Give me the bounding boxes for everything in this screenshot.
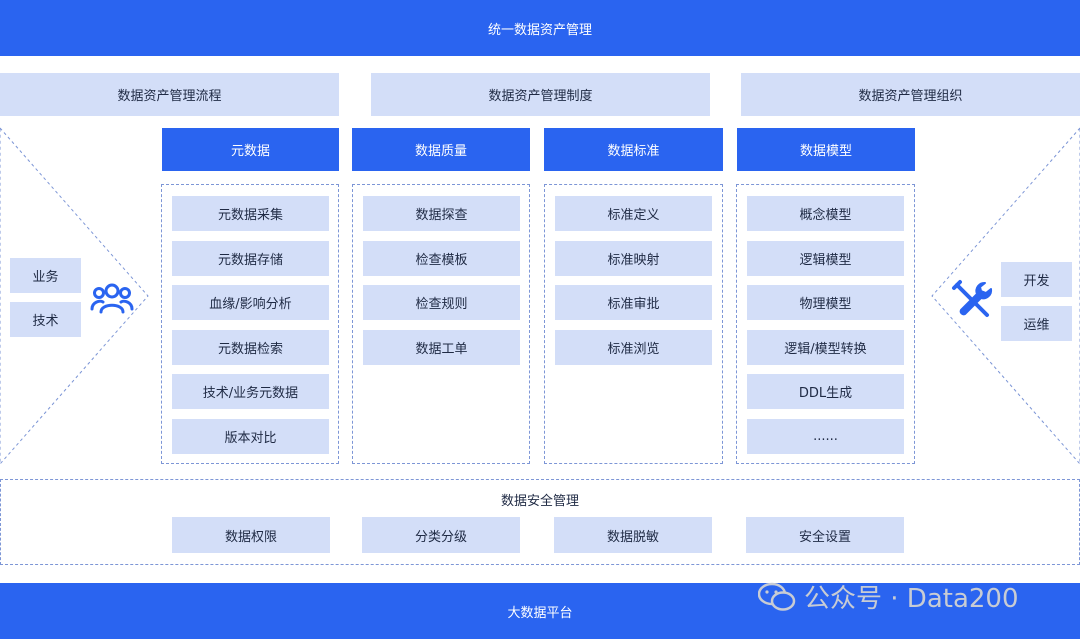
item-label: 分类分级 <box>414 529 467 545</box>
item-label: 技术/业务元数据 <box>202 386 299 401</box>
users-icon <box>90 283 134 314</box>
item-label: DDL生成 <box>798 386 853 401</box>
item-label: 标准浏览 <box>607 342 660 357</box>
item-label: 元数据采集 <box>217 208 283 223</box>
list-item: 标准定义 <box>555 196 712 231</box>
item-label: 血缘/影响分析 <box>209 297 292 312</box>
role-ops-label: 运维 <box>1023 318 1050 333</box>
item-label: 标准审批 <box>607 297 660 312</box>
item-label: 元数据检索 <box>217 342 283 357</box>
list-item: 物理模型 <box>747 285 904 320</box>
col-title: 数据模型 <box>799 144 852 159</box>
item-label: 检查规则 <box>415 297 468 312</box>
organization-label: 数据资产管理组织 <box>858 89 963 104</box>
role-ops: 运维 <box>1001 306 1072 341</box>
col-title: 数据质量 <box>414 144 467 159</box>
item-label: ...... <box>813 429 838 444</box>
item-label: 标准映射 <box>607 253 660 268</box>
list-item: 逻辑/模型转换 <box>747 330 904 365</box>
top-title-bar: 统一数据资产管理 <box>0 0 1080 56</box>
process-label: 数据资产管理流程 <box>117 89 222 104</box>
security-item: 安全设置 <box>746 517 904 553</box>
col-title: 数据标准 <box>607 144 660 159</box>
col-header-standard: 数据标准 <box>544 128 723 171</box>
col-metadata: 元数据采集 元数据存储 血缘/影响分析 元数据检索 技术/业务元数据 版本对比 <box>161 184 339 464</box>
list-item: 数据探查 <box>363 196 520 231</box>
col-header-quality: 数据质量 <box>352 128 530 171</box>
list-item: 标准审批 <box>555 285 712 320</box>
item-label: 数据权限 <box>224 529 277 545</box>
item-label: 标准定义 <box>607 208 660 223</box>
role-dev-label: 开发 <box>1023 274 1050 289</box>
item-label: 逻辑/模型转换 <box>784 342 867 357</box>
item-label: 数据探查 <box>415 208 468 223</box>
watermark-text: 公众号 · Data200 <box>804 584 1019 614</box>
item-label: 逻辑模型 <box>799 253 852 268</box>
watermark: 公众号 · Data200 <box>758 578 1019 615</box>
wechat-icon <box>758 582 796 611</box>
col-quality: 数据探查 检查模板 检查规则 数据工单 <box>352 184 530 464</box>
tools-icon <box>952 280 993 317</box>
item-label: 数据脱敏 <box>606 529 659 545</box>
role-tech-label: 技术 <box>32 314 59 329</box>
list-item: 检查模板 <box>363 241 520 276</box>
list-item: 元数据检索 <box>172 330 329 365</box>
security-item: 数据脱敏 <box>554 517 712 553</box>
role-dev: 开发 <box>1001 262 1072 297</box>
list-item: 血缘/影响分析 <box>172 285 329 320</box>
list-item: 标准映射 <box>555 241 712 276</box>
col-header-metadata: 元数据 <box>162 128 339 171</box>
bottom-platform-bar: 大数据平台 <box>0 583 1080 639</box>
list-item: 标准浏览 <box>555 330 712 365</box>
col-title: 元数据 <box>230 144 270 159</box>
item-label: 版本对比 <box>224 431 277 446</box>
role-tech: 技术 <box>10 302 81 337</box>
bottom-title: 大数据平台 <box>507 605 573 621</box>
process-box: 数据资产管理流程 <box>0 73 339 116</box>
policy-label: 数据资产管理制度 <box>488 89 593 104</box>
role-business: 业务 <box>10 258 81 293</box>
list-item: 版本对比 <box>172 419 329 454</box>
security-title: 数据安全管理 <box>500 494 579 509</box>
role-business-label: 业务 <box>32 270 59 285</box>
security-item: 数据权限 <box>172 517 330 553</box>
item-label: 数据工单 <box>415 342 468 357</box>
col-standard: 标准定义 标准映射 标准审批 标准浏览 <box>544 184 723 464</box>
list-item: ...... <box>747 419 904 454</box>
item-label: 安全设置 <box>798 529 851 545</box>
list-item: 逻辑模型 <box>747 241 904 276</box>
col-header-model: 数据模型 <box>737 128 915 171</box>
item-label: 物理模型 <box>799 297 852 312</box>
item-label: 元数据存储 <box>217 253 283 268</box>
organization-box: 数据资产管理组织 <box>741 73 1080 116</box>
list-item: DDL生成 <box>747 374 904 409</box>
security-item: 分类分级 <box>362 517 520 553</box>
list-item: 检查规则 <box>363 285 520 320</box>
list-item: 概念模型 <box>747 196 904 231</box>
list-item: 元数据采集 <box>172 196 329 231</box>
item-label: 检查模板 <box>415 253 468 268</box>
item-label: 概念模型 <box>799 208 852 223</box>
policy-box: 数据资产管理制度 <box>371 73 710 116</box>
list-item: 技术/业务元数据 <box>172 374 329 409</box>
list-item: 数据工单 <box>363 330 520 365</box>
col-model: 概念模型 逻辑模型 物理模型 逻辑/模型转换 DDL生成 ...... <box>736 184 915 464</box>
list-item: 元数据存储 <box>172 241 329 276</box>
top-title: 统一数据资产管理 <box>487 22 592 38</box>
